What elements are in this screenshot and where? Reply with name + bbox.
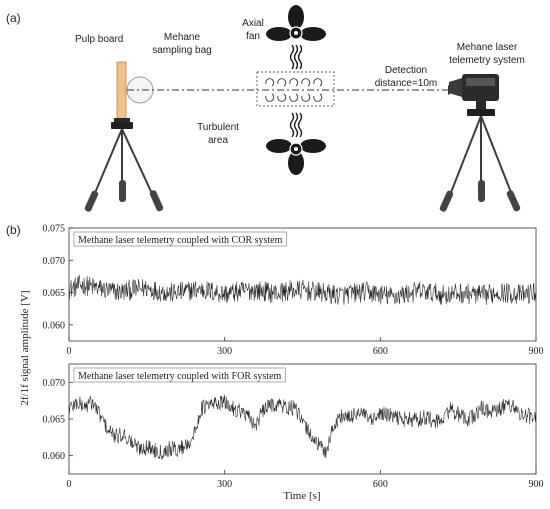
tripod-foot-left: [84, 190, 99, 212]
x-tick-label: 900: [529, 479, 544, 490]
signal-trace: [68, 274, 537, 305]
y-tick-label: 0.070: [43, 378, 66, 389]
detection-label-line1: Detection: [385, 65, 427, 76]
laser-device-window: [466, 78, 495, 86]
turbulent-label-line1: Turbulent: [197, 122, 239, 133]
y-tick-label: 0.065: [43, 288, 66, 299]
right-leg-right: [480, 115, 515, 201]
panel-a-label: (a): [6, 11, 21, 25]
turbulent-area-box: [256, 71, 335, 107]
panel-a: (a) Pulp board Mehane sampling bag Axial…: [6, 5, 525, 212]
chart-cor: 0.060 0.065 0.070 0.075 0 300 600 900 Methane la…: [43, 224, 544, 358]
y-tick-label: 0.075: [43, 224, 66, 235]
turbulent-label-line2: area: [208, 135, 228, 146]
axial-fan-bottom-icon: [266, 112, 326, 175]
plot-frame: [68, 227, 537, 342]
laser-device-neck: [476, 101, 486, 109]
sampling-bag-label-line2: sampling bag: [152, 45, 211, 56]
x-tick-label: 600: [373, 479, 388, 490]
tripod-head: [114, 118, 130, 122]
axial-fan-label-line1: Axial: [242, 18, 264, 29]
y-tick-label: 0.060: [43, 451, 66, 462]
telemetry-label-line1: Mehane laser: [457, 42, 518, 53]
tripod-foot-center: [119, 180, 126, 202]
x-tick-label: 300: [217, 479, 232, 490]
axial-fan-label-line2: fan: [246, 31, 260, 42]
tripod-mount: [111, 122, 133, 129]
detection-label-line2: distance=10m: [375, 78, 438, 89]
sampling-bag-label-line1: Mehane: [164, 32, 201, 43]
panel-b-label: (b): [6, 223, 21, 237]
left-tripod: [84, 61, 164, 212]
laser-device-lens: [449, 78, 462, 97]
telemetry-label-line2: telemetry system: [449, 55, 525, 66]
right-foot-left: [439, 190, 454, 212]
chart-title: Methane laser telemetry coupled with FOR…: [78, 371, 282, 382]
laser-device-mount: [467, 109, 495, 116]
x-axis-label: Time [s]: [283, 490, 320, 502]
right-foot-right: [506, 190, 521, 212]
chart-title-box: [73, 231, 287, 247]
right-foot-center: [478, 180, 485, 202]
tripod-leg-right: [121, 128, 156, 201]
x-tick-label: 900: [529, 346, 544, 357]
pulp-board: [116, 61, 127, 121]
panel-b: (b) 2f/1f signal amplitude [V] Time [s]: [6, 223, 321, 502]
turbulence-arrows-icon: [265, 78, 323, 102]
x-tick-label: 0: [67, 346, 72, 357]
right-leg-left: [447, 115, 482, 201]
chart-for: 0.060 0.065 0.070 0 300 600 900 Methane laser t…: [43, 363, 544, 490]
y-tick-label: 0.065: [43, 415, 66, 426]
y-axis-label: 2f/1f signal amplitude [V]: [19, 290, 31, 405]
pulp-board-label: Pulp board: [75, 34, 123, 45]
x-tick-label: 600: [373, 346, 388, 357]
chart-title-box: [73, 367, 286, 383]
tripod-foot-right: [149, 190, 164, 212]
x-tick-label: 300: [217, 346, 232, 357]
y-tick-label: 0.060: [43, 320, 66, 331]
x-tick-label: 0: [67, 479, 72, 490]
signal-trace: [68, 394, 537, 460]
y-tick-label: 0.070: [43, 256, 66, 267]
chart-title: Methane laser telemetry coupled with COR…: [78, 235, 283, 246]
axial-fan-top-icon: [266, 5, 326, 70]
tripod-leg-left: [91, 128, 123, 201]
right-tripod: [439, 74, 521, 212]
